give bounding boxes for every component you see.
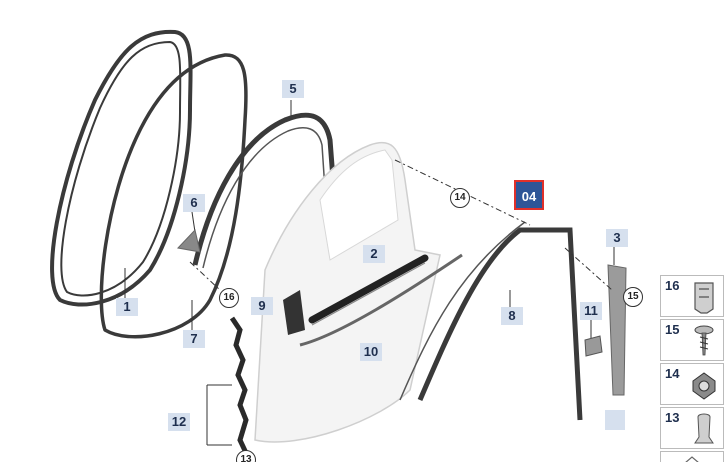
rear-frame-seal — [417, 227, 583, 421]
callout-11: 11 — [580, 302, 602, 320]
legend-number: 15 — [665, 322, 680, 337]
belt-molding — [308, 254, 429, 324]
clip-icon — [694, 282, 714, 314]
screw-icon — [694, 325, 714, 356]
mirror-triangle — [283, 290, 305, 335]
callout-3: 3 — [606, 229, 628, 247]
lower-trim — [299, 253, 463, 347]
belt-molding-edge — [311, 262, 426, 326]
ref-circle-14: 14 — [450, 188, 470, 208]
triangle-cover — [177, 228, 201, 253]
bracket — [584, 335, 603, 357]
door-seal-inner — [99, 53, 248, 339]
b-pillar-trim — [607, 264, 627, 396]
ref-circle-16: 16 — [219, 288, 239, 308]
legend-item-14[interactable]: 14 — [660, 363, 724, 405]
callout-9: 9 — [251, 297, 273, 315]
window-frame-seal — [192, 112, 338, 266]
legend-item-13[interactable]: 13 — [660, 407, 724, 449]
legend-item-16[interactable]: 16 — [660, 275, 724, 317]
plug-icon — [694, 413, 714, 444]
legend-number: 13 — [665, 410, 680, 425]
chevron-up-icon — [685, 456, 699, 462]
bracket-12-lines — [206, 384, 232, 446]
door-window-opening — [319, 149, 399, 261]
ref-circle-13: 13 — [236, 450, 256, 462]
callout-8: 8 — [501, 307, 523, 325]
callout-2: 2 — [363, 245, 385, 263]
ref-circle-15: 15 — [623, 287, 643, 307]
label-box-empty-a — [367, 243, 387, 263]
callout-5: 5 — [282, 80, 304, 98]
hotspot-badge-04[interactable]: 04 — [514, 180, 544, 210]
callout-10: 10 — [360, 343, 382, 361]
sealing-strip — [229, 316, 250, 457]
window-frame-seal-inner — [202, 127, 327, 269]
callout-7: 7 — [183, 330, 205, 348]
door-seal-outer — [50, 29, 193, 307]
label-box-empty-b — [605, 410, 625, 430]
legend-item-15[interactable]: 15 — [660, 319, 724, 361]
outer-frame-line — [399, 221, 526, 401]
callout-1: 1 — [116, 298, 138, 316]
callout-6: 6 — [183, 194, 205, 212]
legend-number: 14 — [665, 366, 680, 381]
nut-icon — [692, 372, 716, 400]
legend-scroll-more[interactable] — [660, 451, 724, 462]
guide-line-15 — [564, 247, 613, 291]
legend-number: 16 — [665, 278, 680, 293]
callout-12: 12 — [168, 413, 190, 431]
